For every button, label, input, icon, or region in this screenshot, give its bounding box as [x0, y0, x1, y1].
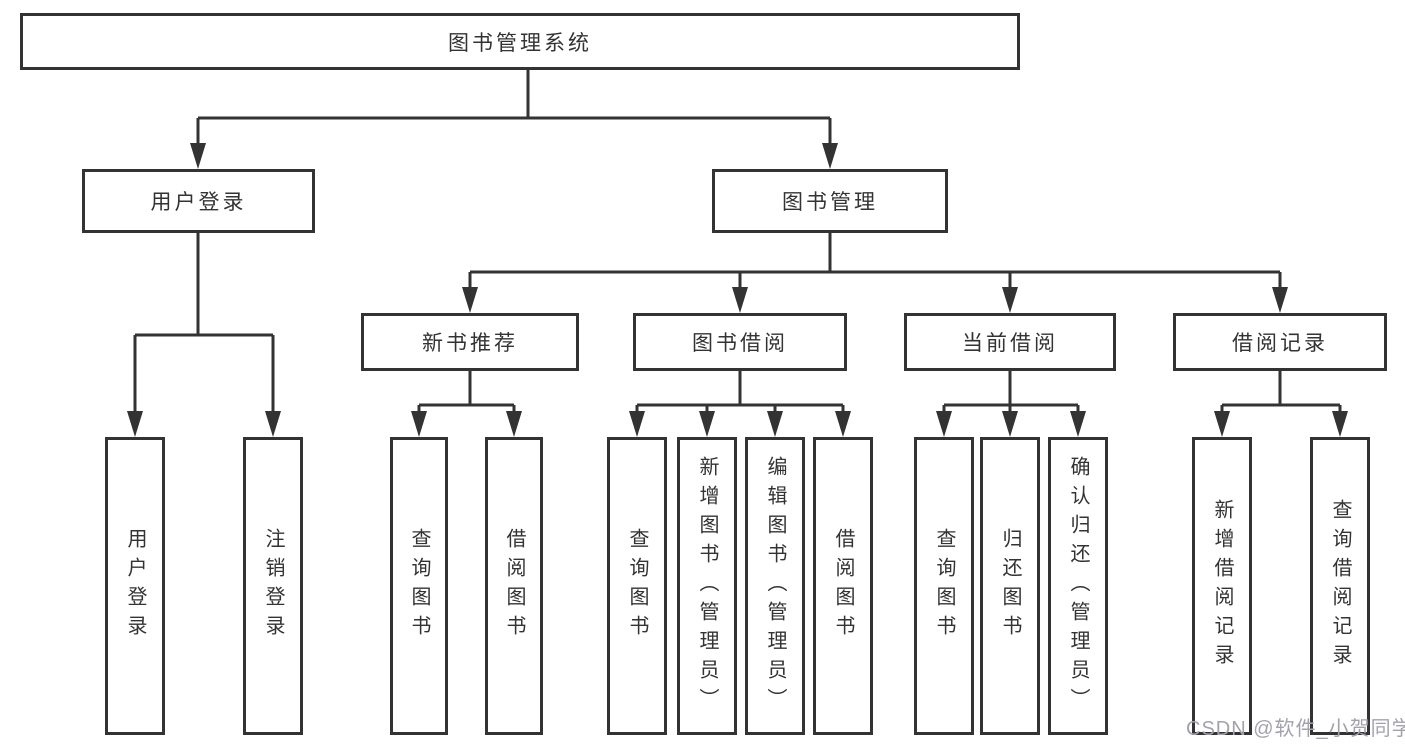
leaf-bb-edit-book-label: 编辑图书（管理员） [764, 455, 786, 717]
watermark: CSDN @软件_小贺同学 [1186, 718, 1405, 740]
arrowhead [1214, 411, 1230, 437]
arrowhead [936, 411, 952, 437]
connector-user-login-children [127, 233, 281, 437]
leaf-bb-add-book-label: 新增图书（管理员） [696, 455, 718, 717]
leaf-nbr-borrow-book-label: 借阅图书 [503, 528, 525, 644]
arrowhead [411, 411, 427, 437]
node-root-label: 图书管理系统 [448, 31, 592, 55]
leaf-bb-borrow-book: 借阅图书 [813, 437, 873, 735]
leaf-cb-confirm-return-label: 确认归还（管理员） [1067, 455, 1089, 717]
connector-root-to-level2 [190, 70, 838, 169]
node-user-login: 用户登录 [82, 169, 315, 233]
connector-book-management-to-level3 [462, 233, 1288, 313]
connector-records-children [1214, 371, 1348, 437]
arrowhead [1272, 287, 1288, 313]
leaf-cb-return-book: 归还图书 [980, 437, 1040, 735]
node-root: 图书管理系统 [20, 13, 1020, 70]
connector-borrow-children [629, 371, 851, 437]
arrowhead [732, 287, 748, 313]
leaf-bb-query-book: 查询图书 [607, 437, 667, 735]
leaf-cb-return-book-label: 归还图书 [999, 528, 1021, 644]
arrowhead [1070, 411, 1086, 437]
arrowhead [1332, 411, 1348, 437]
arrowhead [767, 411, 783, 437]
leaf-nbr-query-book: 查询图书 [390, 437, 448, 735]
arrowhead [506, 411, 522, 437]
node-book-borrow: 图书借阅 [633, 313, 847, 371]
arrowhead [699, 411, 715, 437]
leaf-bb-add-book: 新增图书（管理员） [677, 437, 737, 735]
leaf-br-add-record: 新增借阅记录 [1192, 437, 1252, 735]
arrowhead [265, 411, 281, 437]
leaf-br-add-record-label: 新增借阅记录 [1211, 499, 1233, 673]
node-new-book-recommend-label: 新书推荐 [422, 332, 518, 355]
node-user-login-label: 用户登录 [150, 191, 247, 214]
arrowhead [629, 411, 645, 437]
leaf-nbr-query-book-label: 查询图书 [408, 528, 430, 644]
arrowhead [127, 411, 143, 437]
leaf-user-login: 用户登录 [105, 437, 165, 735]
node-current-borrow: 当前借阅 [904, 313, 1116, 371]
arrowhead [835, 411, 851, 437]
node-new-book-recommend: 新书推荐 [361, 313, 579, 371]
node-current-borrow-label: 当前借阅 [962, 332, 1058, 355]
arrowhead [1002, 287, 1018, 313]
leaf-bb-borrow-book-label: 借阅图书 [832, 528, 854, 644]
leaf-bb-query-book-label: 查询图书 [626, 528, 648, 644]
arrowhead [822, 143, 838, 169]
leaf-nbr-borrow-book: 借阅图书 [485, 437, 543, 735]
leaf-logout-label: 注销登录 [262, 528, 284, 644]
leaf-cb-query-book-label: 查询图书 [933, 528, 955, 644]
node-borrow-record-label: 借阅记录 [1232, 332, 1328, 355]
leaf-br-query-record-label: 查询借阅记录 [1329, 499, 1351, 673]
node-book-management: 图书管理 [712, 169, 948, 233]
node-book-management-label: 图书管理 [782, 191, 878, 214]
leaf-cb-confirm-return: 确认归还（管理员） [1048, 437, 1108, 735]
node-book-borrow-label: 图书借阅 [692, 332, 788, 355]
leaf-bb-edit-book: 编辑图书（管理员） [745, 437, 805, 735]
leaf-br-query-record: 查询借阅记录 [1310, 437, 1370, 735]
node-borrow-record: 借阅记录 [1173, 313, 1387, 371]
leaf-logout: 注销登录 [243, 437, 303, 735]
connector-new-book-children [411, 371, 522, 437]
arrowhead [190, 143, 206, 169]
leaf-cb-query-book: 查询图书 [914, 437, 974, 735]
arrowhead [1002, 411, 1018, 437]
leaf-user-login-label: 用户登录 [124, 528, 146, 644]
arrowhead [462, 287, 478, 313]
connector-current-children [936, 371, 1086, 437]
